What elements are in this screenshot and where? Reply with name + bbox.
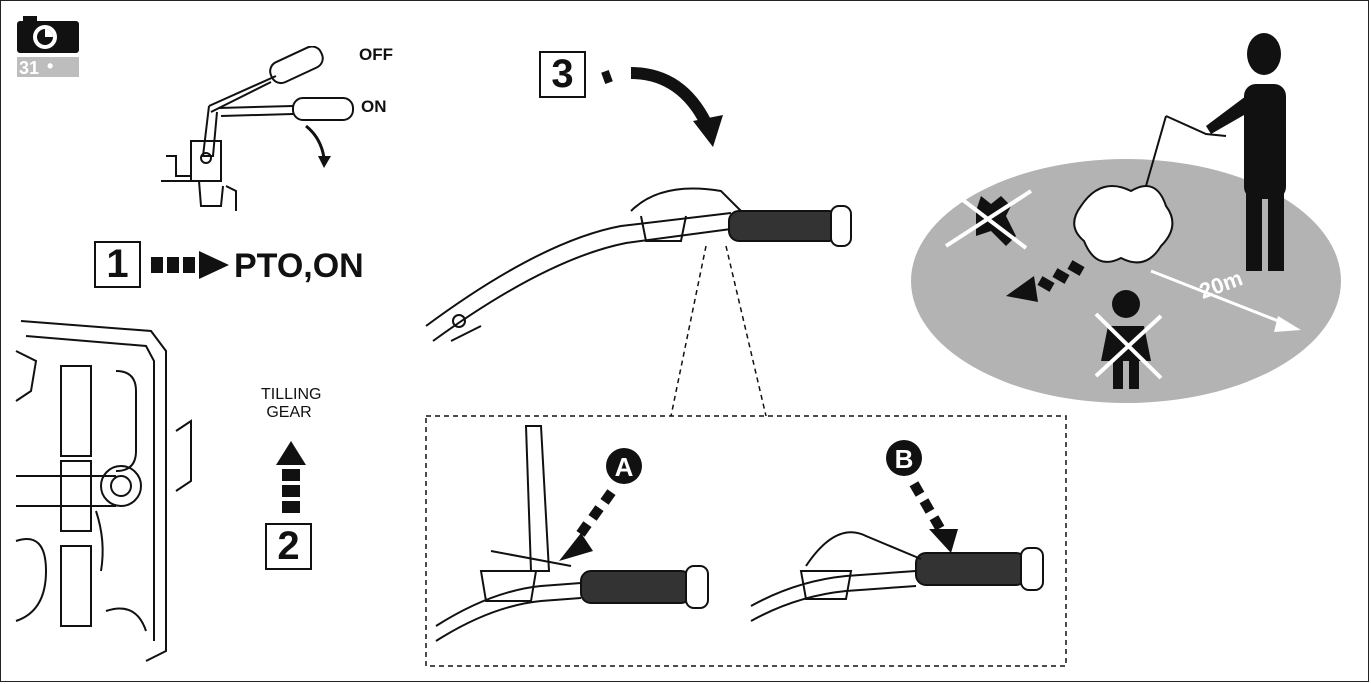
safety-zone (911, 159, 1341, 403)
tiller-figure (1073, 115, 1227, 264)
no-children-icon (1094, 290, 1163, 389)
step-1-label: PTO,ON (234, 247, 364, 285)
step-1-number: 1 (94, 241, 141, 288)
safety-zone-illustration (911, 33, 1341, 403)
tilling-gear-label-line1: TILLING (261, 386, 322, 403)
detail-a-illustration (435, 425, 709, 642)
tilling-gear-label-line2: GEAR (266, 404, 312, 421)
no-pets-icon (944, 189, 1033, 250)
detail-callout (425, 245, 1067, 667)
handlebar-illustration (425, 187, 852, 342)
gearbox-illustration (15, 320, 192, 662)
detail-a-label: A (614, 452, 634, 482)
badge-number: 31 (19, 58, 40, 78)
step-3-number: 3 (539, 51, 586, 98)
danger-arrow-icon (1006, 260, 1085, 302)
curved-arrow-icon (601, 67, 723, 147)
detail-b-label: B (894, 444, 914, 474)
detail-b-illustration (750, 440, 1044, 622)
photo-badge (17, 16, 79, 77)
distance-arrow-icon (1150, 269, 1301, 332)
dashed-arrow-right-icon (151, 251, 229, 279)
lever-off-label: OFF (359, 45, 393, 64)
operator-figure (1206, 33, 1286, 271)
pto-lever-illustration (161, 46, 354, 211)
lever-on-label: ON (361, 97, 387, 116)
camera-icon (17, 16, 79, 53)
dashed-arrow-up-icon (276, 441, 306, 513)
step-2-number: 2 (265, 523, 312, 570)
badge-dot: • (47, 56, 54, 76)
